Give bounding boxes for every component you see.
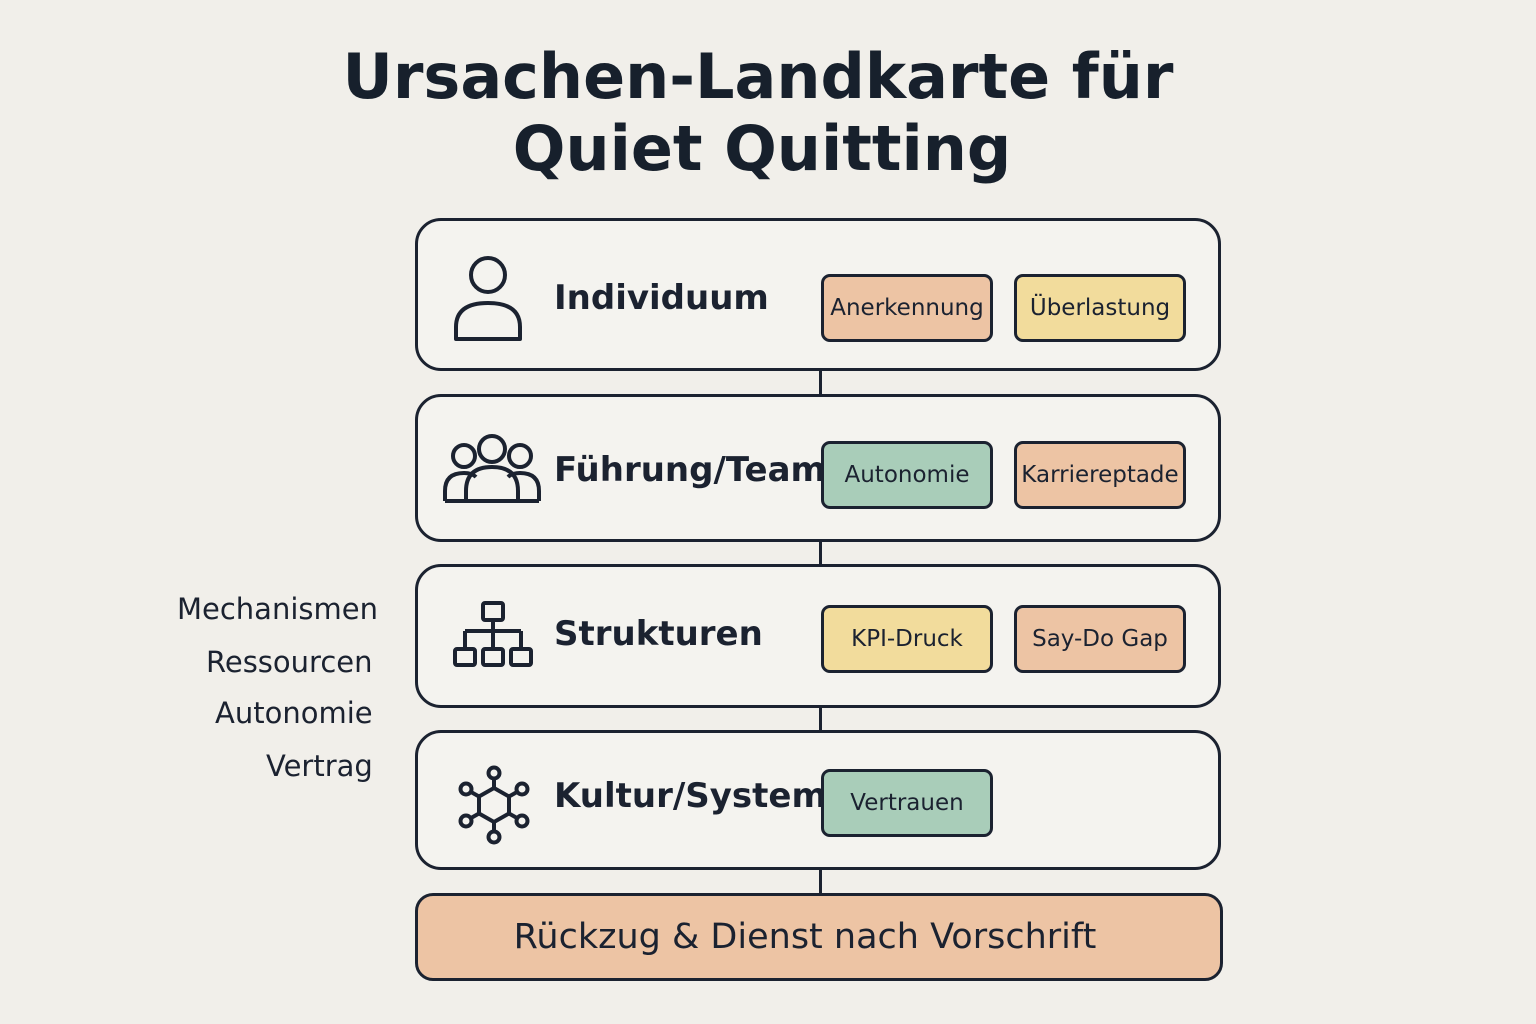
result-text: Rückzug & Dienst nach Vorschrift <box>513 917 1097 957</box>
connector-line <box>819 540 822 566</box>
tag-vertrauen: Vertrauen <box>821 769 993 837</box>
layer-fuehrung-team: Führung/Team Autonomie Karriereptade <box>415 394 1221 542</box>
layer-kultur-system: Kultur/System Vertrauen <box>415 730 1221 870</box>
tag-anerkennung: Anerkennung <box>821 274 993 342</box>
connector-line <box>819 706 822 731</box>
diagram-title-line1: Ursachen-Landkarte für <box>342 40 1174 113</box>
tag-say-do-gap: Say-Do Gap <box>1014 605 1186 673</box>
connector-line <box>819 369 822 396</box>
diagram-title-line2: Quiet Quitting <box>512 112 1012 185</box>
layer-strukturen: Strukturen KPI-Druck Say-Do Gap <box>415 564 1221 708</box>
network-icon <box>458 765 530 845</box>
side-label-vertrag: Vertrag <box>266 749 373 783</box>
side-label-ressourcen: Ressourcen <box>206 645 373 679</box>
tag-ueberlastung: Überlastung <box>1014 274 1186 342</box>
person-icon <box>454 256 522 341</box>
result-box: Rückzug & Dienst nach Vorschrift <box>415 893 1223 981</box>
layer-label-individuum: Individuum <box>554 278 769 318</box>
org-chart-icon <box>453 601 533 667</box>
layer-individuum: Individuum Anerkennung Überlastung <box>415 218 1221 371</box>
team-icon <box>443 434 541 503</box>
side-label-mechanismen: Mechanismen <box>177 592 378 626</box>
tag-kpi-druck: KPI-Druck <box>821 605 993 673</box>
layer-label-strukturen: Strukturen <box>554 614 763 654</box>
tag-karriereptade: Karriereptade <box>1014 441 1186 509</box>
layer-label-kultur-system: Kultur/System <box>554 776 827 816</box>
layer-label-fuehrung-team: Führung/Team <box>554 450 826 490</box>
side-label-autonomie: Autonomie <box>215 696 373 730</box>
connector-line <box>819 868 822 894</box>
tag-autonomie: Autonomie <box>821 441 993 509</box>
